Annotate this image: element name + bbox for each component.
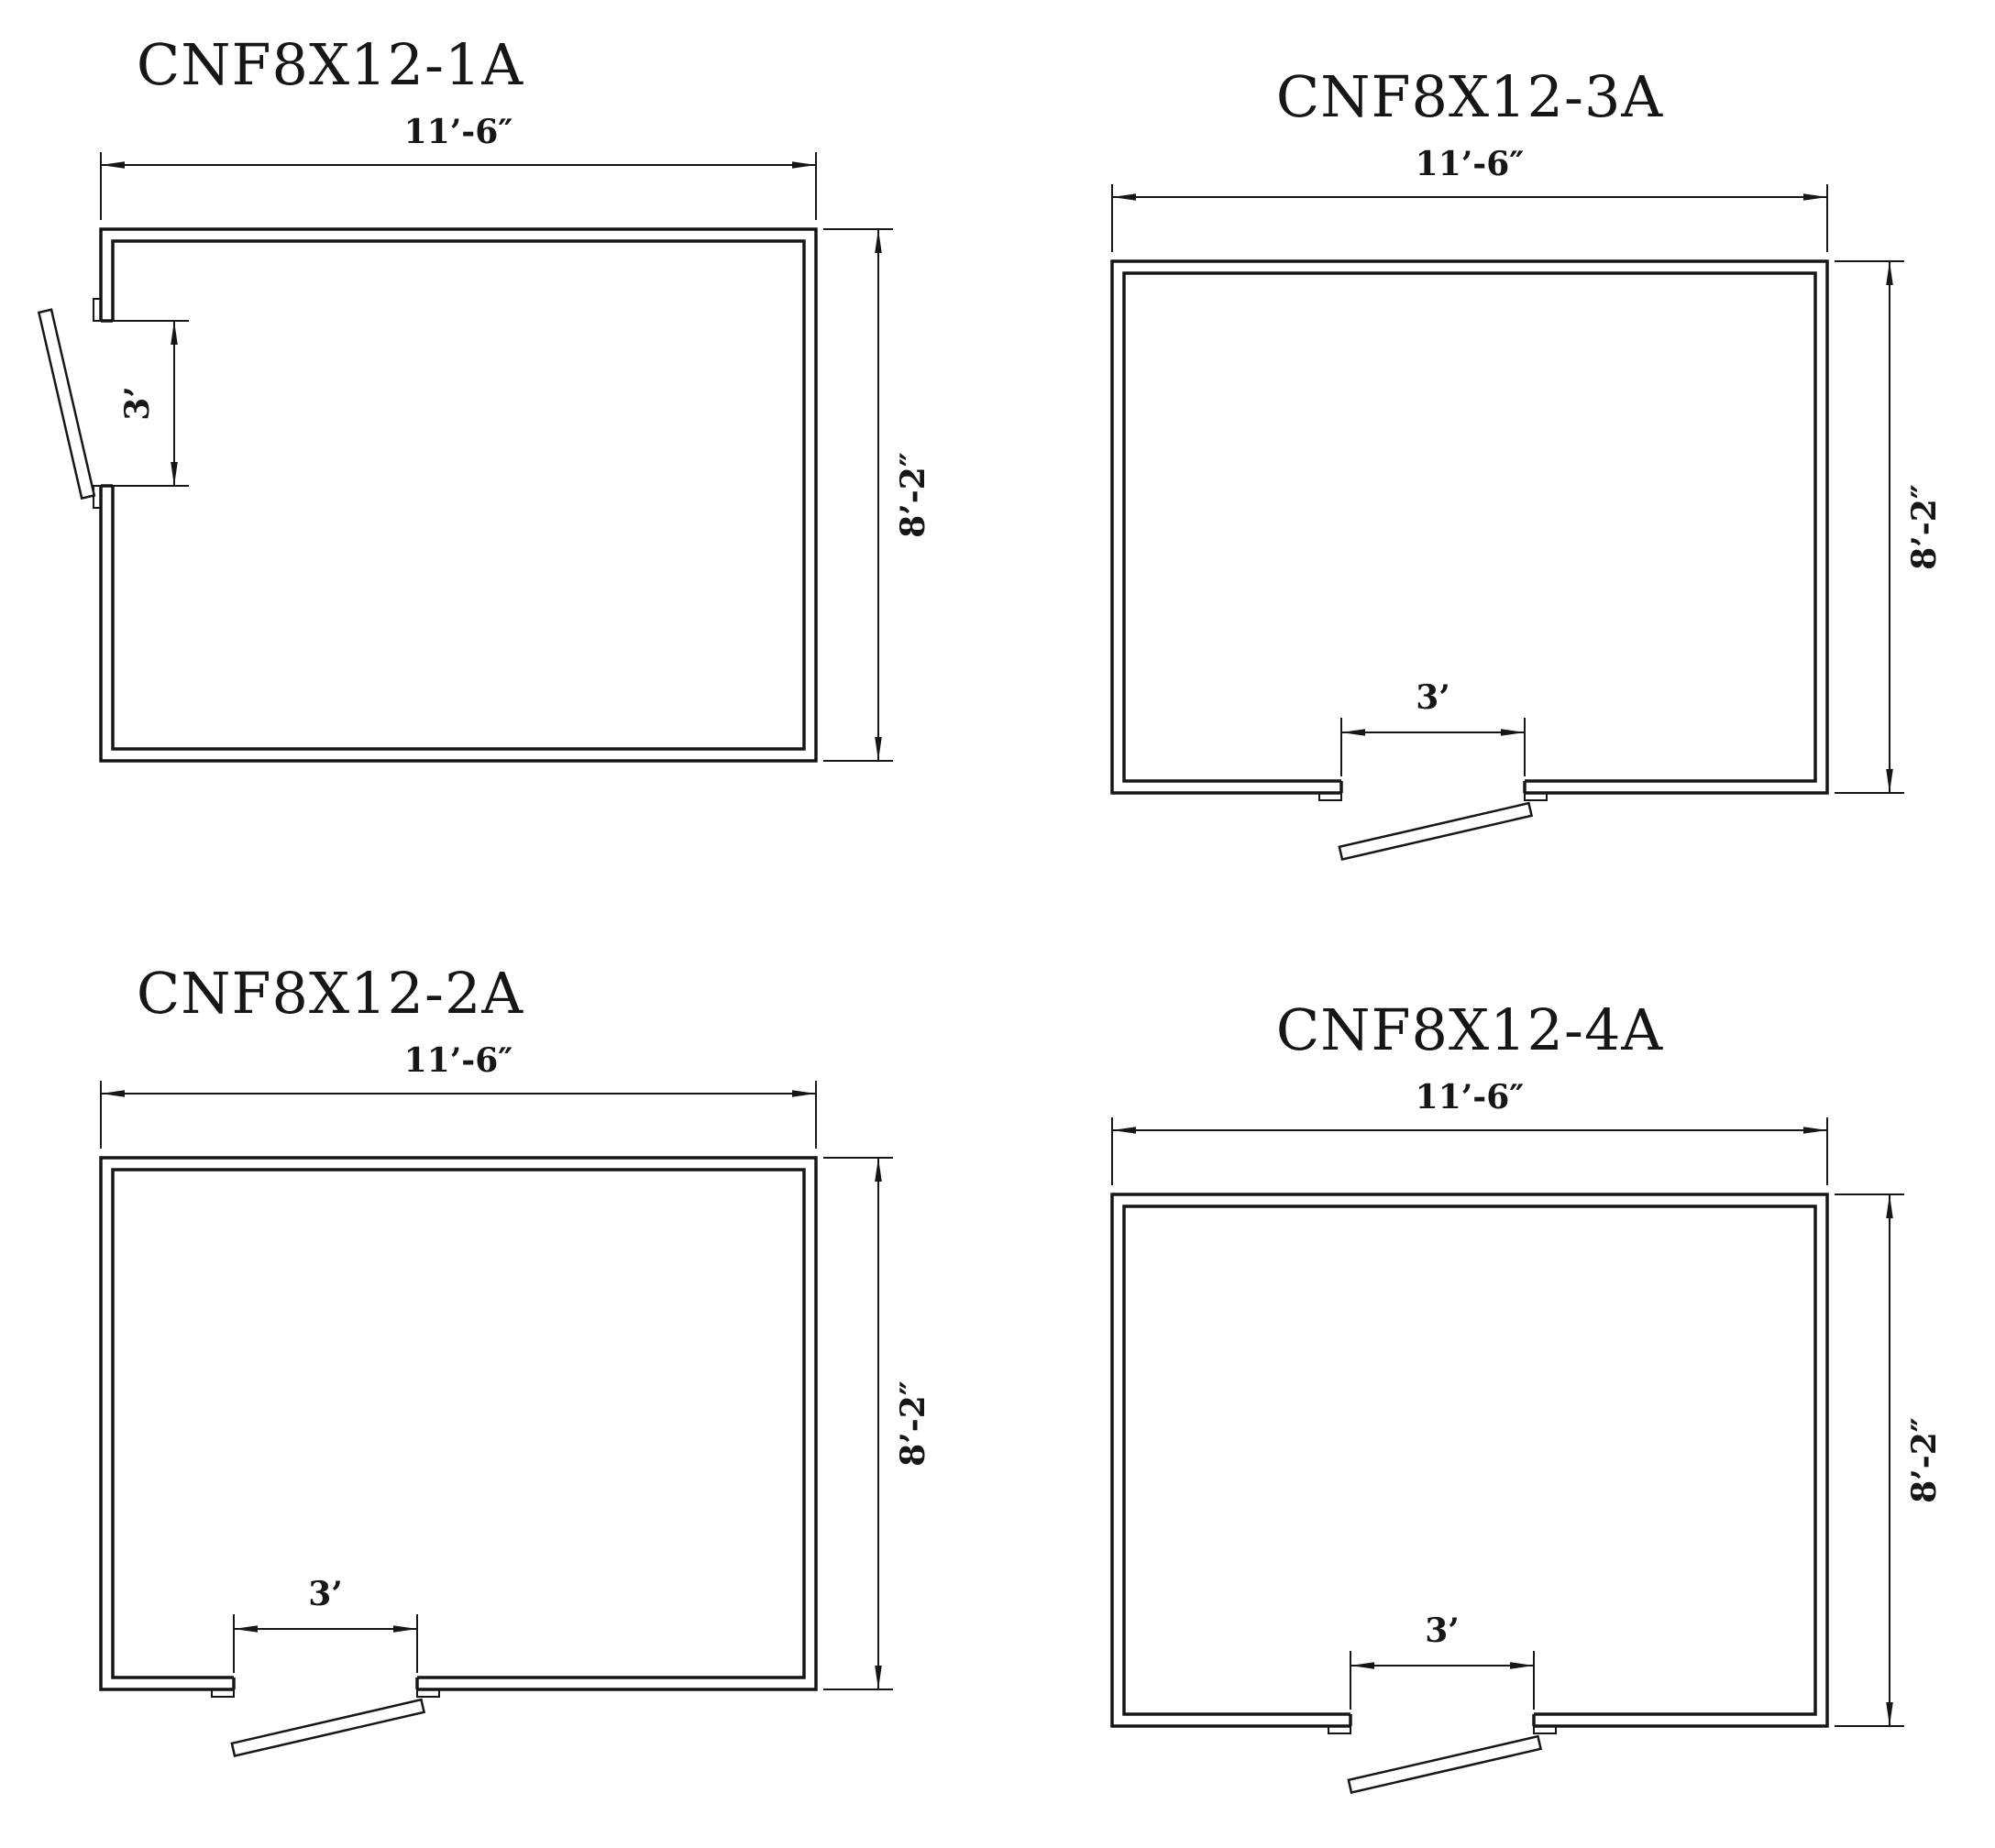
height-dimension: 8’-2″	[1835, 260, 1944, 794]
width-dimension: 11’-6″	[100, 113, 817, 220]
door-dimension: 3’	[1340, 678, 1526, 776]
room-walls	[99, 1156, 818, 1698]
floor-plan-panel-1a: CNF8X12-1A 11’-6″ 8’-2″	[0, 0, 998, 924]
floor-plan-drawing-1a: CNF8X12-1A 11’-6″ 8’-2″	[37, 31, 932, 763]
width-dimension-label: 11’-6″	[1416, 145, 1525, 183]
door-dimension: 3’	[1350, 1612, 1535, 1710]
floor-plan-panel-2a: CNF8X12-2A 11’-6″ 8’-2″	[0, 924, 998, 1848]
inner-wall	[1122, 271, 1817, 783]
height-dimension: 8’-2″	[823, 1157, 932, 1690]
width-dimension-label: 11’-6″	[1416, 1078, 1525, 1116]
room-walls	[1110, 259, 1829, 801]
door-leaf	[1347, 1734, 1543, 1795]
width-dimension: 11’-6″	[1111, 145, 1828, 252]
inner-wall	[1122, 1204, 1817, 1716]
door-frame-tab	[93, 298, 102, 322]
door-dimension: 3’	[113, 320, 189, 487]
room-walls	[93, 227, 818, 763]
door-frame-tab	[1318, 792, 1342, 801]
floor-plan-drawing-3a: CNF8X12-3A 11’-6″ 8’-2″	[1110, 63, 1944, 862]
outer-wall	[99, 1156, 818, 1691]
inner-wall	[111, 1168, 806, 1679]
door-frame-tab	[1524, 792, 1548, 801]
outer-wall	[99, 227, 818, 763]
door-width-label: 3’	[1425, 1612, 1460, 1650]
plan-title: CNF8X12-1A	[137, 31, 524, 98]
floor-plan-panel-3a: CNF8X12-3A 11’-6″ 8’-2″	[998, 0, 1995, 924]
floor-plan-drawing-2a: CNF8X12-2A 11’-6″ 8’-2″	[99, 960, 932, 1758]
plan-title: CNF8X12-2A	[137, 960, 524, 1027]
floor-plan-drawing-4a: CNF8X12-4A 11’-6″ 8’-2″	[1110, 996, 1944, 1795]
height-dimension: 8’-2″	[823, 228, 932, 762]
height-dimension-label: 8’-2″	[1905, 484, 1944, 570]
door-leaf	[230, 1698, 426, 1758]
width-dimension-label: 11’-6″	[404, 113, 513, 151]
door-frame-tab	[1533, 1725, 1557, 1734]
door-frame-tab	[1328, 1725, 1351, 1734]
height-dimension-label: 8’-2″	[894, 1380, 932, 1467]
door-frame-tab	[416, 1688, 440, 1698]
width-dimension-label: 11’-6″	[404, 1041, 513, 1080]
height-dimension-label: 8’-2″	[1905, 1417, 1944, 1503]
door-dimension: 3’	[233, 1575, 418, 1673]
width-dimension: 11’-6″	[1111, 1078, 1828, 1185]
door-frame-tab	[211, 1688, 235, 1698]
height-dimension: 8’-2″	[1835, 1194, 1944, 1727]
floor-plan-panel-4a: CNF8X12-4A 11’-6″ 8’-2″	[998, 924, 1995, 1848]
room-walls	[1110, 1193, 1829, 1734]
door-width-label: 3’	[308, 1575, 343, 1613]
door-leaf	[37, 308, 96, 500]
door-leaf	[1338, 801, 1534, 862]
outer-wall	[1110, 1193, 1829, 1728]
height-dimension-label: 8’-2″	[894, 452, 932, 538]
door-frame-tab	[93, 485, 102, 509]
width-dimension: 11’-6″	[100, 1041, 817, 1149]
door-width-label: 3’	[118, 386, 157, 421]
inner-wall	[111, 239, 806, 751]
door-width-label: 3’	[1416, 678, 1450, 717]
plan-title: CNF8X12-3A	[1276, 63, 1664, 130]
outer-wall	[1110, 259, 1829, 795]
plan-title: CNF8X12-4A	[1276, 996, 1664, 1063]
